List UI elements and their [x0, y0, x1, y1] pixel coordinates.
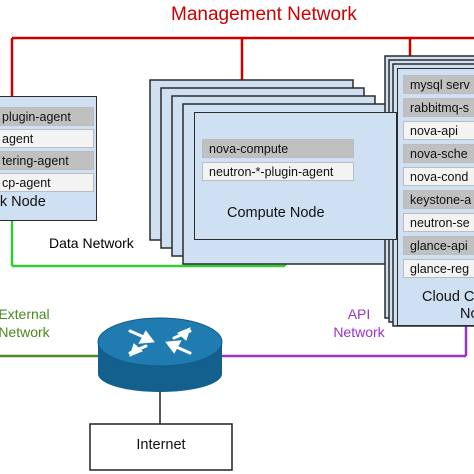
- network-node: plugin-agent agent tering-agent cp-agent…: [0, 96, 97, 221]
- data-network-label: Data Network: [49, 235, 134, 251]
- controller-service: glance-reg: [403, 259, 474, 278]
- external-network-label-line1: External: [0, 306, 50, 322]
- external-network-label-line2: Network: [0, 324, 50, 340]
- api-network-label: API Network: [324, 305, 394, 341]
- controller-service: keystone-a: [403, 190, 474, 209]
- router-icon: [97, 317, 223, 392]
- controller-name-line2: No: [460, 306, 474, 322]
- controller-service: nova-sche: [403, 144, 474, 163]
- compute-node: nova-compute neutron-*-plugin-agent Comp…: [194, 112, 397, 240]
- internet-box: [89, 423, 233, 471]
- management-network-label: Management Network: [171, 4, 357, 25]
- controller-service: glance-api: [403, 236, 474, 255]
- api-network-label-line1: API: [347, 306, 371, 322]
- network-node-name: rk Node: [0, 194, 46, 210]
- compute-node-service: neutron-*-plugin-agent: [202, 162, 354, 181]
- compute-node-name: Compute Node: [227, 205, 325, 221]
- controller-service: rabbitmq-s: [403, 98, 474, 117]
- controller-service: mysql serv: [403, 75, 474, 94]
- compute-node-service: nova-compute: [202, 139, 354, 158]
- cloud-controller-node: mysql serv rabbitmq-s nova-api nova-sche…: [397, 68, 474, 326]
- network-node-service: agent: [0, 129, 94, 148]
- internet-label: Internet: [136, 437, 186, 453]
- controller-service: nova-cond: [403, 167, 474, 186]
- external-network-label: External Network: [0, 305, 52, 341]
- controller-service: neutron-se: [403, 213, 474, 232]
- api-network-label-line2: Network: [333, 324, 385, 340]
- network-node-service: plugin-agent: [0, 107, 94, 126]
- controller-name-line1: Cloud C: [422, 289, 474, 305]
- controller-service: nova-api: [403, 121, 474, 140]
- network-node-service: tering-agent: [0, 151, 94, 170]
- network-node-service: cp-agent: [0, 173, 94, 192]
